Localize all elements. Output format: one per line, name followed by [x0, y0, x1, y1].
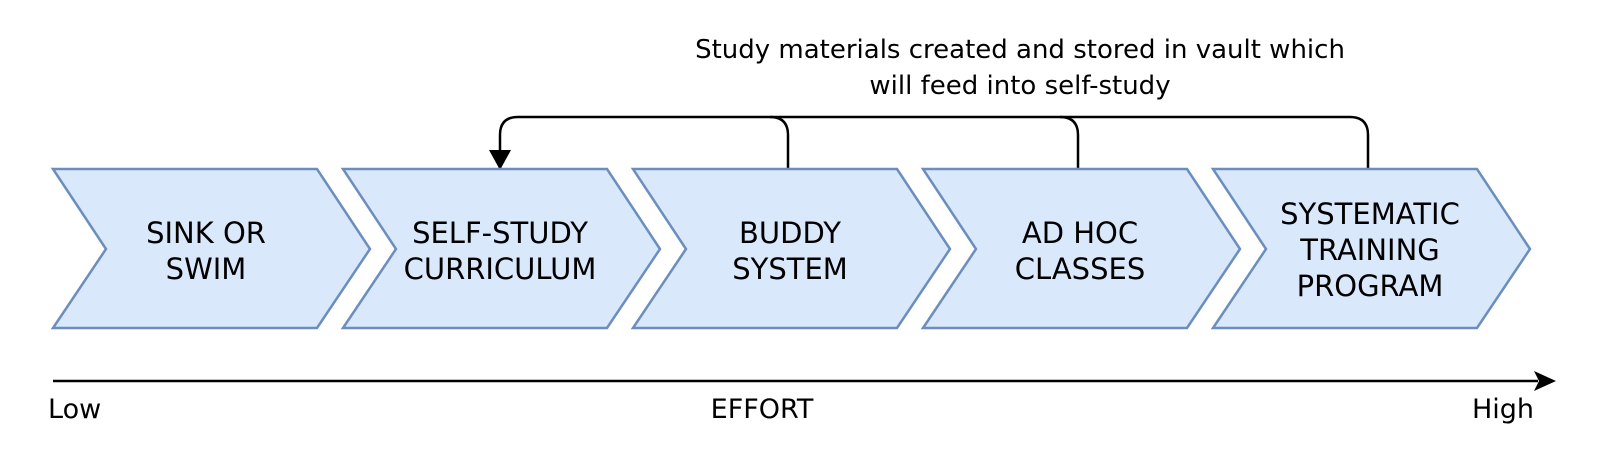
feedback-connector [489, 115, 1370, 170]
step-4-label-line-2: CLASSES [1015, 252, 1145, 286]
feedback-branch-buddy [769, 115, 790, 168]
step-3-label-line-2: SYSTEM [732, 252, 848, 286]
chevron-shape [920, 167, 1242, 330]
feedback-main-line [498, 115, 1350, 168]
step-4-ad-hoc-classes: AD HOC CLASSES [920, 167, 1242, 330]
axis-high-label: High [1472, 394, 1534, 425]
step-1-label-line-1: SINK OR [146, 216, 266, 250]
effort-axis: Low EFFORT High [48, 371, 1556, 425]
step-2-self-study-curriculum: SELF-STUDY CURRICULUM [340, 167, 662, 330]
step-5-label-line-1: SYSTEMATIC [1280, 197, 1460, 231]
step-5-label-line-2: TRAINING [1299, 233, 1440, 267]
feedback-arrowhead-icon [489, 150, 511, 170]
step-3-label-line-1: BUDDY [739, 216, 841, 250]
step-5-systematic-training-program: SYSTEMATIC TRAINING PROGRAM [1210, 167, 1532, 330]
step-4-label-line-1: AD HOC [1022, 216, 1138, 250]
step-1-label-line-2: SWIM [166, 252, 247, 286]
chevron-shape [630, 167, 952, 330]
step-2-label-line-1: SELF-STUDY [412, 216, 588, 250]
chevron-shape [340, 167, 662, 330]
feedback-branch-systematic [1349, 115, 1370, 168]
step-3-buddy-system: BUDDY SYSTEM [630, 167, 952, 330]
step-1-sink-or-swim: SINK OR SWIM [50, 167, 372, 330]
axis-low-label: Low [48, 394, 101, 425]
axis-title: EFFORT [711, 394, 814, 425]
axis-arrowhead-icon [1534, 371, 1556, 391]
feedback-note-line-1: Study materials created and stored in va… [695, 35, 1345, 65]
feedback-note-line-2: will feed into self-study [869, 71, 1170, 101]
feedback-branch-adhoc [1059, 115, 1080, 168]
chevron-shape [1210, 167, 1532, 330]
chevron-shape [50, 167, 372, 330]
step-5-label-line-3: PROGRAM [1297, 269, 1444, 303]
step-2-label-line-2: CURRICULUM [404, 252, 597, 286]
